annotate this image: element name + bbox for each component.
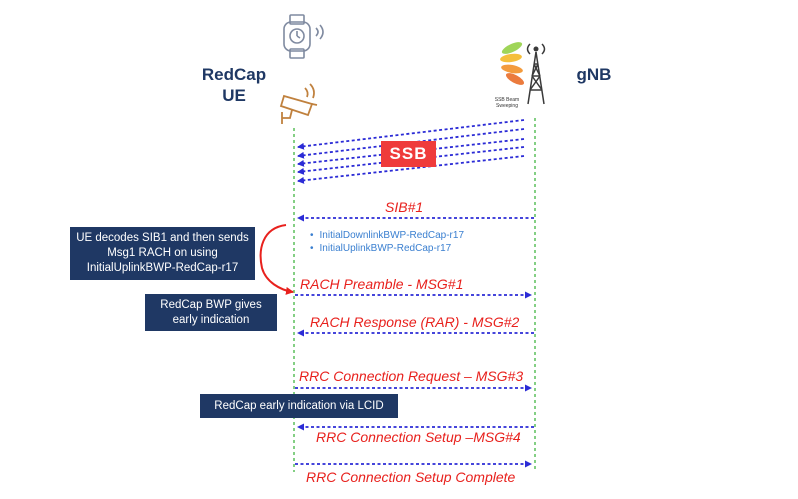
ssb-arrow [297,128,525,159]
ssb-arrow [297,119,525,150]
note-lcid: RedCap early indication via LCID [200,394,398,418]
ssb-arrow [297,138,525,167]
ssb-arrow [297,155,525,184]
ssb-arrow [297,146,525,175]
sib-param-item: InitialDownlinkBWP-RedCap-r17 [310,229,465,242]
camera-icon [279,83,318,124]
gnb-tower-icon [500,42,546,105]
ssb-badge: SSB [381,141,436,167]
note-decode: UE decodes SIB1 and then sends Msg1 RACH… [70,227,255,280]
gnb-label: gNB [576,65,612,84]
label-msg2: RACH Response (RAR) - MSG#2 [310,314,520,330]
beam-sweeping-label: SSB Beam Sweeping [494,97,520,109]
message-arrows [295,214,534,468]
label-msg4: RRC Connection Setup –MSG#4 [316,429,521,445]
label-sib1: SIB#1 [385,199,424,215]
sib-param-item: InitialUplinkBWP-RedCap-r17 [310,242,464,255]
beam-fan [500,42,525,85]
decode-curve [259,224,294,295]
smartwatch-icon [283,14,324,59]
ue-label: RedCap UE [201,65,267,105]
label-msg1: RACH Preamble - MSG#1 [300,276,464,292]
label-setup-complete: RRC Connection Setup Complete [306,469,516,485]
label-msg3: RRC Connection Request – MSG#3 [299,368,524,384]
note-bwp: RedCap BWP gives early indication [145,294,277,331]
ssb-arrows [297,119,525,184]
sib-param-list: InitialDownlinkBWP-RedCap-r17 InitialUpl… [310,229,465,255]
